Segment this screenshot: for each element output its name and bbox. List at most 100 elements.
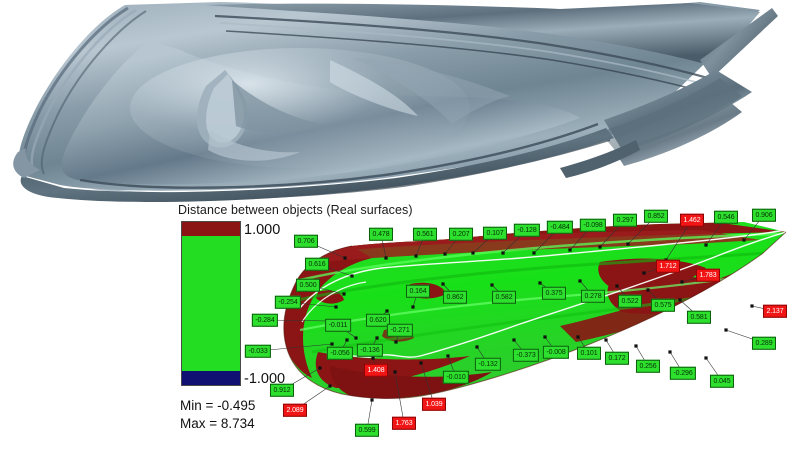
deviation-label[interactable]: -0.296 (669, 366, 697, 380)
measurement-point (371, 356, 375, 360)
color-scale-over-segment (182, 222, 240, 236)
measurement-point (532, 251, 536, 255)
measurement-point (375, 336, 379, 340)
deviation-label[interactable]: -0.033 (244, 344, 272, 358)
measurement-point (441, 282, 445, 286)
measurement-point (604, 338, 608, 342)
measurement-point (411, 305, 415, 309)
part-top-band (205, 3, 760, 66)
measurement-point (318, 366, 322, 370)
deviation-label[interactable]: 0.172 (604, 351, 630, 365)
deviation-label[interactable]: 0.906 (751, 208, 777, 222)
deviation-label[interactable]: 0.912 (269, 383, 295, 397)
measurement-point (446, 354, 450, 358)
deviation-label[interactable]: 0.852 (643, 209, 669, 223)
measurement-point (345, 338, 349, 342)
deviation-label[interactable]: 0.297 (612, 213, 638, 227)
deviation-label[interactable]: 1.408 (363, 363, 389, 377)
deviation-label[interactable]: 0.862 (442, 290, 468, 304)
measurement-point (646, 288, 650, 292)
min-value-text: Min = -0.495 (180, 398, 256, 413)
color-scale-max-tick: 1.000 (244, 222, 281, 238)
deviation-label[interactable]: 0.101 (576, 346, 602, 360)
deviation-label[interactable]: 0.256 (635, 359, 661, 373)
deviation-label[interactable]: 1.039 (421, 397, 447, 411)
deviation-label[interactable]: -0.128 (513, 223, 541, 237)
deviation-label[interactable]: 0.581 (686, 310, 712, 324)
deviation-label[interactable]: 1.763 (391, 416, 417, 430)
color-scale-under-segment (182, 371, 240, 385)
deviation-label[interactable]: 0.278 (580, 289, 606, 303)
measurement-point (414, 254, 418, 258)
deviation-label[interactable]: -0.010 (442, 370, 470, 384)
deviation-label[interactable]: -0.011 (325, 318, 351, 332)
deviation-label[interactable]: -0.136 (356, 343, 384, 357)
3d-metal-part-render (0, 0, 800, 210)
measurement-point (680, 280, 684, 284)
legend-title: Distance between objects (Real surfaces) (178, 203, 413, 217)
measurement-point (385, 309, 389, 313)
measurement-point (543, 335, 547, 339)
deviation-label[interactable]: -0.008 (542, 345, 570, 359)
measurement-point (750, 304, 754, 308)
deviation-label[interactable]: -0.132 (474, 357, 502, 371)
deviation-label[interactable]: 0.582 (491, 290, 517, 304)
leader-line (394, 371, 405, 424)
measurement-point (626, 242, 630, 246)
measurement-point (384, 256, 388, 260)
deviation-label[interactable]: -0.056 (326, 346, 354, 360)
measurement-point (343, 256, 347, 260)
deviation-label[interactable]: 0.599 (354, 423, 380, 437)
measurement-point (634, 344, 638, 348)
measurement-point (538, 281, 542, 285)
measurement-point (576, 335, 580, 339)
deviation-label[interactable]: 0.706 (293, 234, 319, 248)
deviation-label[interactable]: -0.373 (512, 348, 540, 362)
measurement-point (578, 279, 582, 283)
color-scale-min-tick: -1.000 (244, 371, 286, 387)
measurement-point (704, 356, 708, 360)
measurement-point (501, 251, 505, 255)
deviation-label[interactable]: 0.478 (368, 227, 394, 241)
deviation-label[interactable]: 0.164 (405, 284, 431, 298)
deviation-label[interactable]: 0.045 (709, 374, 735, 388)
measurement-point (342, 292, 346, 296)
measurement-point (334, 305, 338, 309)
deviation-label[interactable]: 0.546 (713, 210, 739, 224)
deviation-label[interactable]: -0.284 (251, 313, 279, 327)
measurement-point (598, 245, 602, 249)
measurement-point (350, 274, 354, 278)
measurement-point (704, 243, 708, 247)
deviation-label[interactable]: -0.254 (274, 295, 302, 309)
deviation-label[interactable]: 0.500 (295, 278, 321, 292)
measurement-point (512, 338, 516, 342)
part-bottom-skirt (20, 128, 615, 202)
color-scale-bar (181, 221, 241, 386)
deviation-label[interactable]: 0.289 (751, 336, 777, 350)
deviation-label[interactable]: 1.783 (695, 268, 721, 282)
deviation-label[interactable]: 0.107 (482, 226, 508, 240)
color-scale-in-tolerance-segment (182, 235, 240, 372)
measurement-point (642, 271, 646, 275)
deviation-label[interactable]: 0.207 (448, 227, 474, 241)
measurement-point (742, 238, 746, 242)
deviation-label[interactable]: 1.712 (655, 259, 681, 273)
deviation-label[interactable]: 0.561 (412, 227, 438, 241)
measurement-point (328, 384, 332, 388)
deviation-label[interactable]: 2.137 (762, 304, 788, 318)
measurement-point (668, 350, 672, 354)
deviation-label[interactable]: 0.620 (365, 313, 391, 327)
deviation-label[interactable]: 0.522 (617, 294, 643, 308)
deviation-label[interactable]: -0.484 (546, 220, 574, 234)
deviation-label[interactable]: 0.616 (304, 257, 330, 271)
deviation-label[interactable]: 0.375 (541, 286, 567, 300)
legend-title-block: Distance between objects (Real surfaces) (178, 203, 413, 217)
part-right-flange (700, 8, 778, 78)
deviation-label[interactable]: 1.462 (679, 213, 705, 227)
deviation-label[interactable]: 2.089 (282, 403, 308, 417)
deviation-label[interactable]: -0.098 (579, 218, 607, 232)
measurement-point (394, 340, 398, 344)
deviation-label[interactable]: -0.271 (386, 323, 414, 337)
deviation-label[interactable]: 0.575 (650, 298, 676, 312)
